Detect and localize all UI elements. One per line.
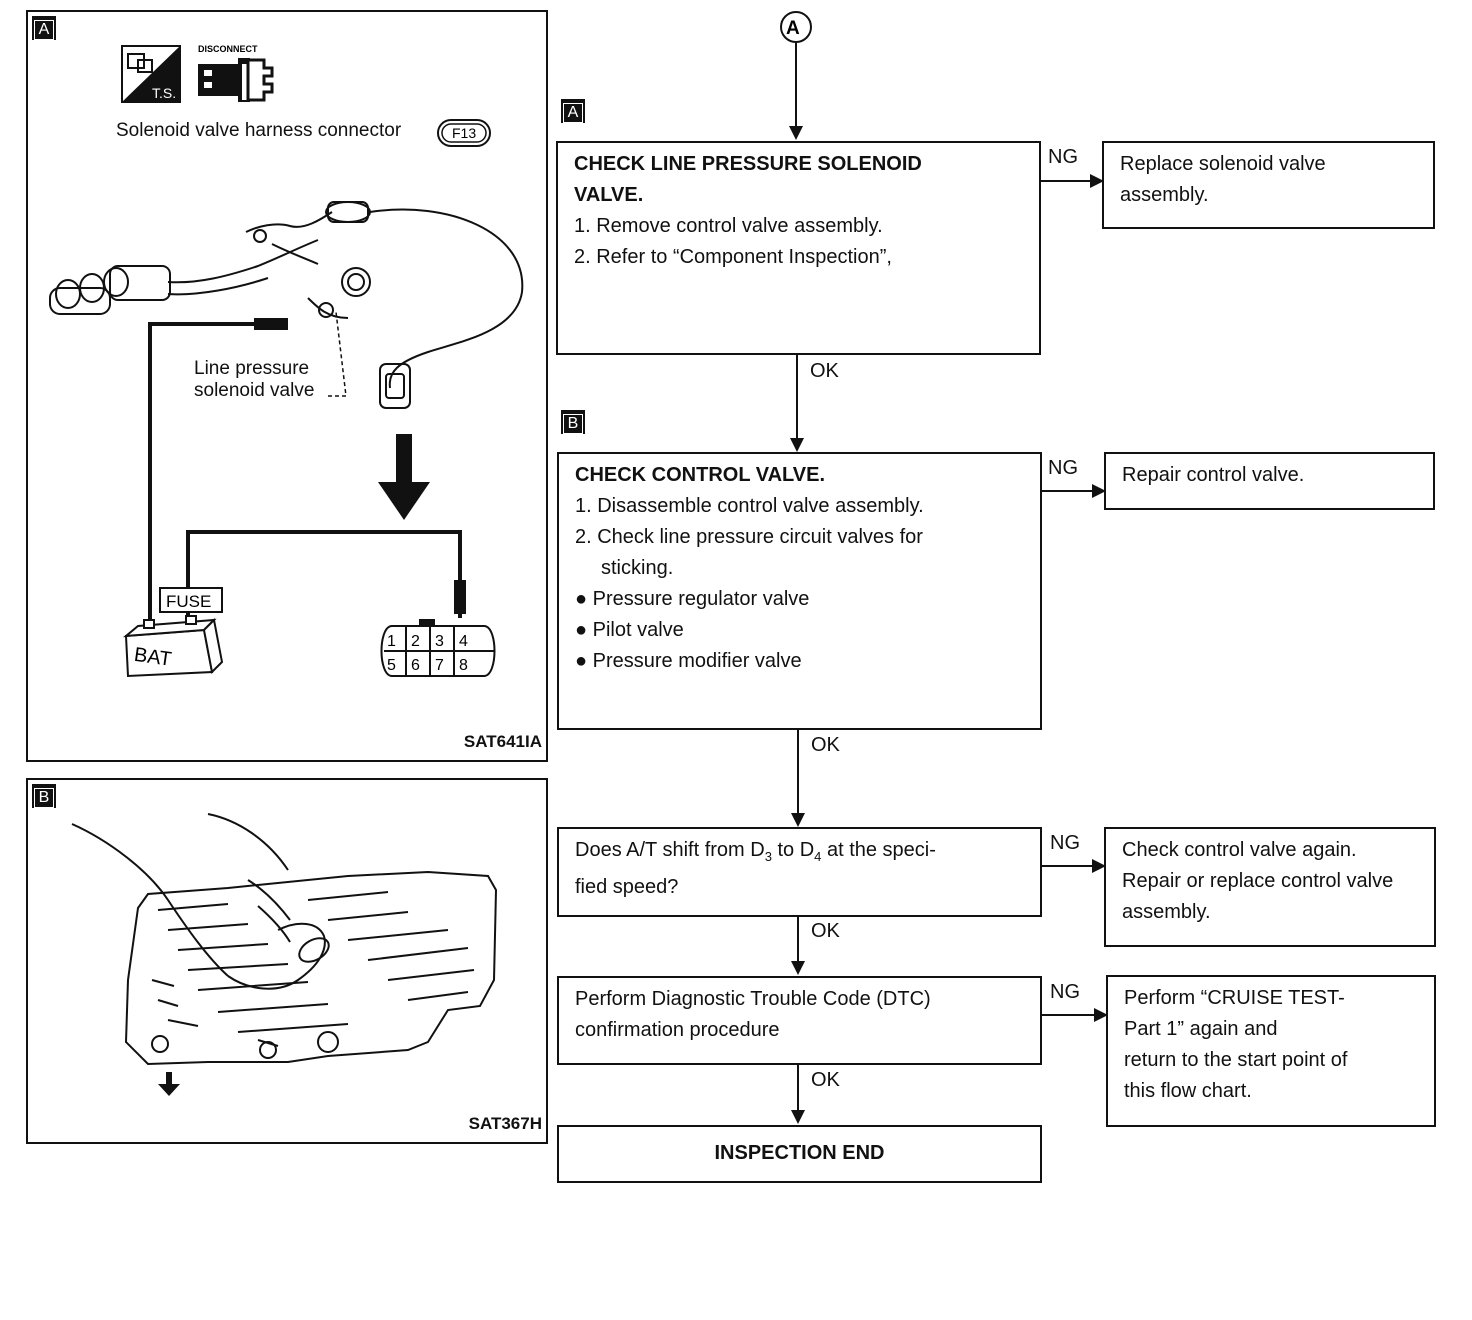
step-a-item-1: 1. Remove control valve assembly. [574,215,883,237]
connector-pin-5: 5 [387,657,396,674]
connector-pin-7: 7 [435,657,444,674]
step-3-ok-label: OK [811,920,840,942]
result-cruise-line2: Part 1” again and [1124,1018,1278,1040]
down-arrow-icon [378,434,430,520]
result-cruise-line4: this flow chart. [1124,1080,1252,1102]
panel-a-tag: A [32,16,56,40]
figure-code-b: SAT367H [468,1114,542,1133]
battery-label: BAT [133,644,173,671]
arrowhead-down-5 [791,1110,805,1124]
step-shift-d3-d4-question: Does A/T shift from D3 to D4 at the spec… [557,827,1042,917]
fuse-label: FUSE [166,592,211,611]
panel-b-illustration [71,813,498,1096]
step-a-item-2: 2. Refer to “Component Inspection”, [574,246,892,268]
arrowhead-down-2 [790,438,804,452]
start-connector-circle [780,11,812,43]
step-check-control-valve: CHECK CONTROL VALVE. 1. Disassemble cont… [557,452,1042,730]
result-cruise-line1: Perform “CRUISE TEST- [1124,987,1345,1009]
step-check-line-pressure-solenoid: CHECK LINE PRESSURE SOLENOID VALVE. 1. R… [556,141,1041,355]
step-3-line1: Does A/T shift from D3 to D4 at the spec… [575,839,936,864]
step-b-ok-label: OK [811,734,840,756]
result-check-control-valve-again: Check control valve again. Repair or rep… [1104,827,1436,947]
solenoid-assembly-sketch [49,201,524,409]
step-b-bullet-3: ● Pressure modifier valve [575,650,802,672]
tool-ts-icon [121,45,181,103]
connector-pin-2: 2 [411,633,420,650]
disconnect-label: DISCONNECT [198,44,258,54]
solenoid-valve-label-line2: solenoid valve [194,380,315,401]
result-cruise-line3: return to the start point of [1124,1049,1348,1071]
wire-fuse-holder [454,580,466,614]
figure-panel-a: A T.S. DISCONNECT F13 [26,10,548,762]
wire-clip [254,318,288,330]
connector-pin-4: 4 [459,633,468,650]
drain-arrow-icon [158,1072,180,1096]
step-3-ng-label: NG [1050,832,1080,854]
connector-pin-1: 1 [387,633,396,650]
hand-sketch [71,813,330,990]
step-a-title-line2: VALVE. [574,184,644,206]
step-b-title: CHECK CONTROL VALVE. [575,464,826,486]
connector-pin-3: 3 [435,633,444,650]
step-4-ok-label: OK [811,1069,840,1091]
panel-a-illustration: T.S. DISCONNECT F13 [49,44,524,678]
harness-connector-face [380,619,496,677]
battery-icon [122,615,224,678]
arrowhead-down-1 [789,126,803,140]
arrowhead-down-4 [791,961,805,975]
result-perform-cruise-test: Perform “CRUISE TEST- Part 1” again and … [1106,975,1436,1127]
step-b-ng-label: NG [1048,457,1078,479]
step-b-item-1: 1. Disassemble control valve assembly. [575,495,924,517]
step-3-line2: fied speed? [575,876,679,898]
connector-code-badge [437,119,491,147]
step-a-ng-label: NG [1048,146,1078,168]
control-valve-body-sketch [124,870,498,1066]
step-b-bullet-1: ● Pressure regulator valve [575,588,810,610]
connector-code: F13 [452,125,476,141]
figure-panel-b: B SAT367H [26,778,548,1144]
step-a-tag: A [561,99,585,123]
solenoid-valve-label-line1: Line pressure [194,358,310,379]
bullet-icon: ● [575,650,593,672]
disconnect-icon [198,58,274,102]
step-b-item-2-line2: sticking. [601,557,674,579]
step-b-bullet-2: ● Pilot valve [575,619,684,641]
solenoid-leader-line [328,311,347,397]
step-b-tag: B [561,410,585,434]
step-4-ng-label: NG [1050,981,1080,1003]
fuse-box [159,587,223,613]
step-a-title-line1: CHECK LINE PRESSURE SOLENOID [574,153,922,175]
result-repair-control-valve: Repair control valve. [1104,452,1435,510]
inspection-end: INSPECTION END [557,1125,1042,1183]
figure-code-a: SAT641IA [463,732,542,751]
test-wiring [148,322,462,632]
connector-pin-6: 6 [411,657,420,674]
bullet-icon: ● [575,619,593,641]
arrowhead-down-3 [791,813,805,827]
start-connector-label: A [786,18,800,39]
step-b-item-2-line1: 2. Check line pressure circuit valves fo… [575,526,923,548]
bullet-icon: ● [575,588,593,610]
panel-b-tag: B [32,784,56,808]
connector-label: Solenoid valve harness connector [116,120,402,141]
result-replace-solenoid: Replace solenoid valve assembly. [1102,141,1435,229]
step-perform-dtc-confirmation: Perform Diagnostic Trouble Code (DTC) co… [557,976,1042,1065]
tool-ts-label: T.S. [152,85,176,101]
step-a-ok-label: OK [810,360,839,382]
connector-pin-8: 8 [459,657,468,674]
